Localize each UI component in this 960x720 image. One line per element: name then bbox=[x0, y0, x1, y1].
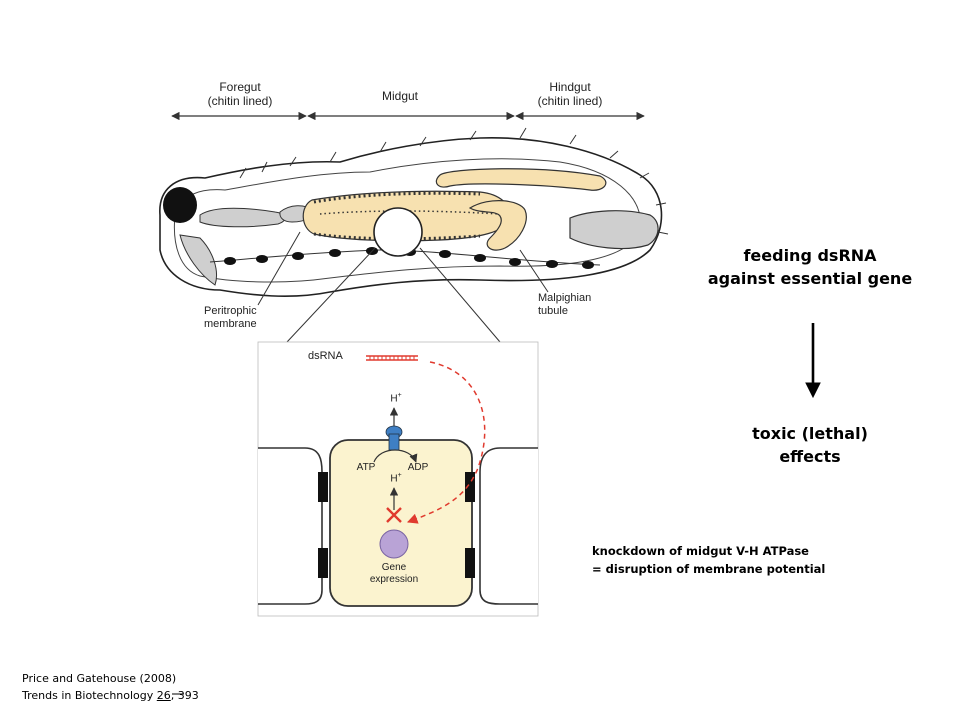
citation-journal-line: Trends in Biotechnology 26, 393 bbox=[22, 687, 322, 704]
midgut-name: Midgut bbox=[381, 89, 419, 103]
peritrophic-line2: membrane bbox=[204, 317, 257, 330]
hindgut-label: Hindgut (chitin lined) bbox=[520, 80, 620, 109]
proton-top-text: H bbox=[390, 393, 398, 405]
gene-expression-label: Gene expression bbox=[354, 562, 434, 585]
citation-page: , 393 bbox=[170, 689, 199, 703]
peritrophic-line1: Peritrophic bbox=[204, 305, 257, 317]
midgut-label: Midgut bbox=[360, 89, 440, 104]
proton-top-label: H+ bbox=[386, 392, 406, 405]
citation-journal: Trends in Biotechnology bbox=[22, 689, 154, 703]
feeding-text: feeding dsRNA against essential gene bbox=[680, 244, 940, 290]
hindgut-note: (chitin lined) bbox=[537, 93, 603, 108]
feeding-line1: feeding dsRNA bbox=[743, 246, 877, 265]
knockdown-line2: = disruption of membrane potential bbox=[592, 562, 826, 577]
malpighian-label: Malpighian tubule bbox=[538, 292, 618, 317]
gene-line1: Gene bbox=[381, 562, 407, 573]
feeding-line2: against essential gene bbox=[707, 269, 913, 289]
dsrna-label: dsRNA bbox=[308, 350, 343, 362]
citation-volume: 26 bbox=[156, 689, 171, 703]
foregut-note: (chitin lined) bbox=[207, 93, 273, 108]
peritrophic-label: Peritrophic membrane bbox=[204, 305, 284, 330]
foregut-label: Foregut (chitin lined) bbox=[190, 80, 290, 109]
citation-authors: Price and Gatehouse (2008) bbox=[22, 672, 177, 685]
gene-line2: expression bbox=[369, 573, 419, 585]
knockdown-text: knockdown of midgut V-H ATPase = disrupt… bbox=[592, 542, 892, 579]
proton-top-sup: + bbox=[397, 392, 402, 399]
toxic-line1: toxic (lethal) bbox=[752, 424, 868, 443]
atp-label: ATP bbox=[356, 462, 376, 473]
malpighian-line1: Malpighian bbox=[538, 292, 592, 304]
knockdown-line1: knockdown of midgut V-H ATPase bbox=[592, 544, 809, 558]
cell-inset bbox=[257, 341, 539, 617]
hindgut-name: Hindgut bbox=[549, 80, 591, 94]
adp-label: ADP bbox=[407, 462, 429, 473]
proton-mid-label: H+ bbox=[386, 472, 406, 485]
malpighian-line2: tubule bbox=[538, 304, 568, 317]
citation: Price and Gatehouse (2008) Trends in Bio… bbox=[22, 670, 322, 704]
toxic-line2: effects bbox=[779, 447, 841, 467]
insect-gut-illustration bbox=[159, 127, 669, 343]
proton-mid-sup: + bbox=[397, 472, 402, 479]
proton-mid-text: H bbox=[390, 473, 398, 485]
foregut-name: Foregut bbox=[219, 80, 261, 94]
toxic-text: toxic (lethal) effects bbox=[700, 422, 920, 468]
